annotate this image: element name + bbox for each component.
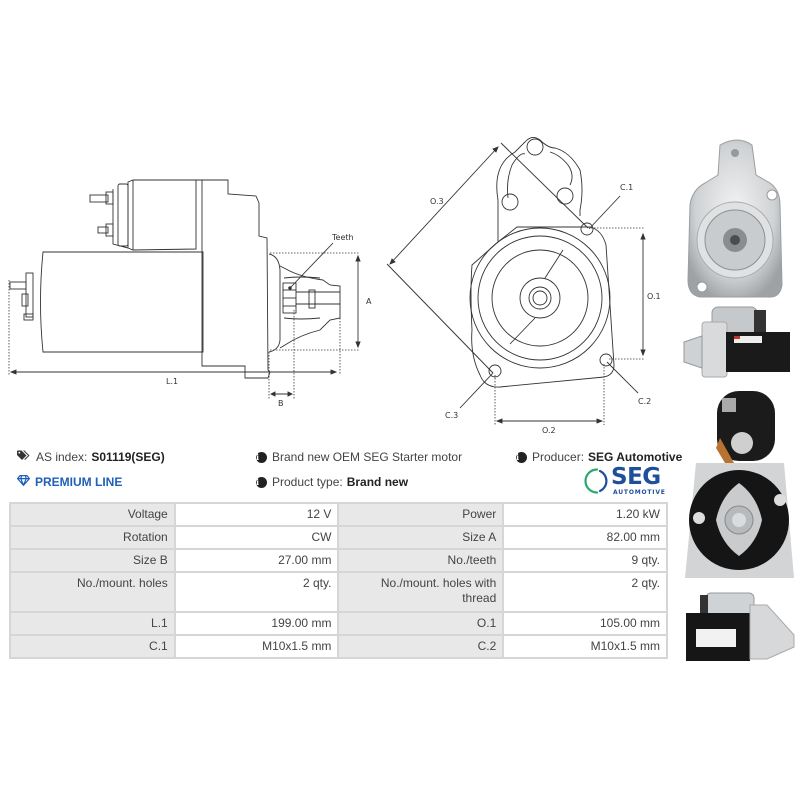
as-index-value: S01119(SEG): [91, 450, 165, 464]
seg-logo-word: SEG: [611, 464, 661, 490]
info-icon: i: [256, 476, 267, 488]
tags-icon: [17, 450, 31, 464]
spec-value: 12 V: [173, 502, 340, 527]
spec-value: 2 qty.: [502, 571, 668, 613]
c3-label: C.3: [445, 411, 458, 420]
spec-value: 2 qty.: [173, 571, 340, 613]
product-type-line: i Product type: Brand new: [256, 475, 408, 489]
specifications-table: Voltage 12 V Power 1.20 kW Rotation CW S…: [9, 502, 668, 659]
o2-label: O.2: [542, 426, 556, 435]
c2-label: C.2: [638, 397, 651, 406]
table-row: Rotation CW Size A 82.00 mm: [9, 525, 668, 550]
product-type-label: Product type:: [272, 475, 343, 489]
rear-face-photo: [682, 388, 797, 584]
spec-value: CW: [173, 525, 340, 550]
spec-value: 82.00 mm: [502, 525, 668, 550]
spec-key: Power: [337, 502, 505, 527]
spec-value: 1.20 kW: [502, 502, 668, 527]
spec-key: No./mount. holes with thread: [337, 571, 505, 613]
spec-key: Size A: [337, 525, 505, 550]
spec-value: 199.00 mm: [173, 611, 340, 636]
o1-label: O.1: [647, 292, 661, 301]
o3-label: O.3: [430, 197, 444, 206]
front-view-drawing: C.1 C.2 C.3 O.1 O.2 O.3: [380, 130, 670, 440]
front-face-photo: [680, 135, 795, 305]
dimension-a-label: A: [366, 297, 372, 306]
product-type-value: Brand new: [346, 475, 409, 489]
spec-value: 105.00 mm: [502, 611, 668, 636]
as-index-label: AS index:: [36, 450, 88, 464]
as-index-line: AS index: S01119(SEG): [17, 450, 165, 464]
table-row: No./mount. holes 2 qty. No./mount. holes…: [9, 571, 668, 613]
spec-key: Size B: [9, 548, 176, 573]
producer-label: Producer:: [532, 450, 585, 464]
c1-label: C.1: [620, 183, 633, 192]
side-view-drawing: Teeth A B L.1: [0, 170, 380, 410]
seg-logo-subtitle: AUTOMOTIVE: [613, 489, 666, 496]
spec-key: C.1: [9, 634, 176, 659]
spec-key: No./teeth: [337, 548, 505, 573]
spec-key: L.1: [9, 611, 176, 636]
spec-value: 27.00 mm: [173, 548, 340, 573]
teeth-label: Teeth: [331, 233, 354, 242]
seg-automotive-logo: SEG AUTOMOTIVE: [583, 464, 669, 498]
spec-key: Rotation: [9, 525, 176, 550]
premium-line-badge: PREMIUM LINE: [17, 475, 122, 489]
diamond-icon: [17, 475, 30, 489]
table-row: C.1 M10x1.5 mm C.2 M10x1.5 mm: [9, 634, 668, 659]
premium-line-label: PREMIUM LINE: [35, 475, 123, 489]
description-line: i Brand new OEM SEG Starter motor: [256, 450, 462, 464]
seg-logo-mark-icon: [584, 468, 608, 494]
dimension-b-label: B: [278, 399, 284, 408]
spec-value: 9 qty.: [502, 548, 668, 573]
dimension-l1-label: L.1: [166, 377, 178, 386]
spec-value: M10x1.5 mm: [173, 634, 340, 659]
side-view-photo-2: [682, 585, 797, 665]
info-icon: i: [516, 451, 527, 463]
table-row: Size B 27.00 mm No./teeth 9 qty.: [9, 548, 668, 573]
producer-line: i Producer: SEG Automotive: [516, 450, 682, 464]
spec-key: C.2: [337, 634, 505, 659]
producer-value: SEG Automotive: [588, 450, 683, 464]
spec-key: No./mount. holes: [9, 571, 176, 613]
info-icon: i: [256, 451, 267, 463]
table-row: L.1 199.00 mm O.1 105.00 mm: [9, 611, 668, 636]
spec-key: O.1: [337, 611, 505, 636]
table-row: Voltage 12 V Power 1.20 kW: [9, 502, 668, 527]
spec-key: Voltage: [9, 502, 176, 527]
description-text: Brand new OEM SEG Starter motor: [272, 450, 463, 464]
spec-value: M10x1.5 mm: [502, 634, 668, 659]
side-view-photo-1: [682, 302, 792, 382]
